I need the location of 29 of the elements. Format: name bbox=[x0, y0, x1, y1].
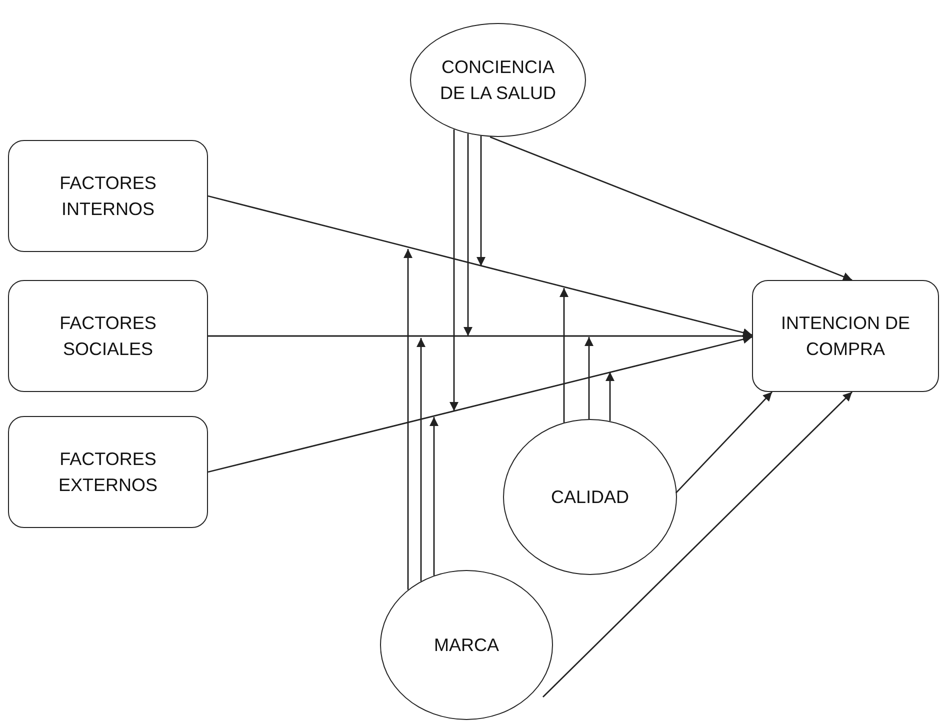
arrow bbox=[208, 195, 752, 338]
arrow bbox=[476, 136, 486, 266]
arrow bbox=[675, 392, 773, 494]
arrow bbox=[208, 334, 752, 473]
arrow bbox=[490, 136, 852, 281]
variable-box bbox=[8, 280, 208, 392]
node-label: INTENCION DE COMPRA bbox=[780, 312, 911, 361]
arrow bbox=[606, 372, 614, 422]
variable-box bbox=[8, 416, 208, 528]
variable-box bbox=[8, 140, 208, 252]
arrow bbox=[404, 249, 412, 590]
node-label: CONCIENCIA DE LA SALUD bbox=[438, 56, 558, 105]
variable-box bbox=[752, 280, 939, 392]
arrow bbox=[584, 337, 594, 419]
node-label: FACTORES SOCIALES bbox=[58, 312, 158, 361]
arrow bbox=[416, 338, 426, 582]
arrow bbox=[560, 288, 568, 423]
variable-ellipse bbox=[503, 419, 677, 575]
node-label: FACTORES EXTERNOS bbox=[57, 448, 159, 497]
arrow bbox=[450, 129, 458, 411]
node-label: CALIDAD bbox=[550, 486, 630, 509]
arrow bbox=[208, 332, 752, 340]
arrow bbox=[464, 134, 472, 336]
arrow bbox=[430, 417, 438, 576]
variable-ellipse bbox=[380, 570, 553, 720]
node-label: FACTORES INTERNOS bbox=[58, 172, 158, 221]
variable-ellipse bbox=[410, 23, 586, 137]
node-label: MARCA bbox=[434, 634, 499, 657]
arrow bbox=[542, 392, 853, 698]
